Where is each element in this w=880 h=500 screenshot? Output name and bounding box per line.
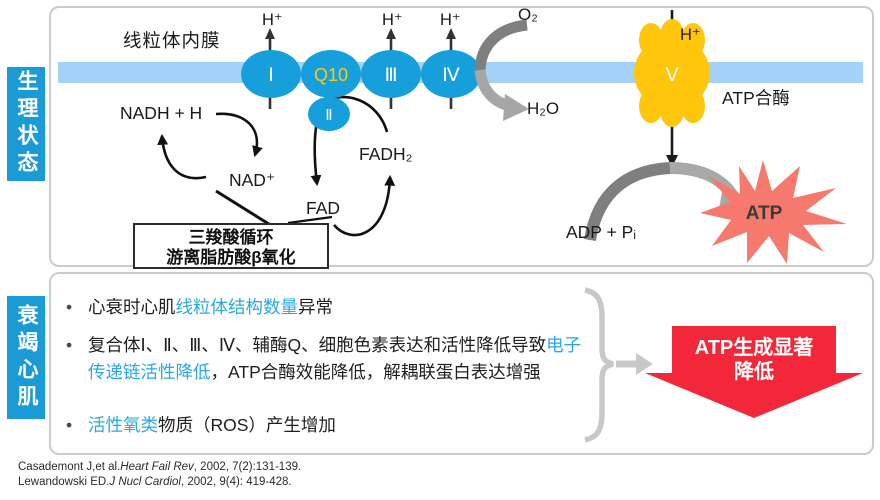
- ref-1-journal: Heart Fail Rev: [120, 461, 194, 473]
- bullet-dot: •: [66, 335, 73, 355]
- bullet-mitochondria-structure: • 心衰时心肌线粒体结构数量异常: [66, 294, 586, 321]
- bullet-1-seg-1: 心衰时心肌: [88, 297, 176, 317]
- sidebar-label-physiological-state: 生理状态: [7, 67, 45, 181]
- bullet-2-seg-highlight: 电子传递链活性降低: [88, 335, 582, 382]
- reference-line-2: Lewandowski ED.J Nucl Cardiol, 2002, 9(4…: [18, 475, 301, 490]
- bullet-1-seg-3: 异常: [298, 297, 333, 317]
- ref-2-authors: Lewandowski ED.: [18, 476, 110, 488]
- bullet-2-seg-1: 复合体Ⅰ、Ⅱ、Ⅲ、Ⅳ、辅酶Q、细胞色素表达和活性降低导致: [88, 335, 547, 355]
- ref-2-journal: J Nucl Cardiol: [109, 476, 181, 488]
- bullet-text: 复合体Ⅰ、Ⅱ、Ⅲ、Ⅳ、辅酶Q、细胞色素表达和活性降低导致电子传递链活性降低，AT…: [88, 332, 586, 386]
- bullet-1-seg-highlight: 线粒体结构数量: [175, 297, 299, 317]
- physiology-diagram-panel: [49, 6, 874, 267]
- sidebar-label-failing-myocardium: 衰竭心肌: [7, 296, 45, 419]
- ref-2-issue: , 2002, 9(4): 419-428.: [180, 476, 292, 488]
- bullet-ros-increase: • 活性氧类物质（ROS）产生增加: [66, 412, 586, 439]
- bullet-dot: •: [66, 415, 73, 435]
- bullet-text: 活性氧类物质（ROS）产生增加: [88, 412, 586, 439]
- bullet-complex-activity: • 复合体Ⅰ、Ⅱ、Ⅲ、Ⅳ、辅酶Q、细胞色素表达和活性降低导致电子传递链活性降低，…: [66, 332, 586, 386]
- ref-1-authors: Casademont J,et al.: [18, 461, 121, 473]
- references: Casademont J,et al.Heart Fail Rev, 2002,…: [18, 460, 301, 490]
- bullet-dot: •: [66, 297, 73, 317]
- bullet-3-seg-highlight: 活性氧类: [88, 415, 158, 435]
- reference-line-1: Casademont J,et al.Heart Fail Rev, 2002,…: [18, 460, 301, 475]
- ref-1-issue: , 2002, 7(2):131-139.: [193, 461, 302, 473]
- bullet-text: 心衰时心肌线粒体结构数量异常: [88, 294, 586, 321]
- bullet-2-seg-3: ，ATP合酶效能降低，解耦联蛋白表达增强: [210, 362, 541, 382]
- bullet-3-seg-2: 物质（ROS）产生增加: [158, 415, 336, 435]
